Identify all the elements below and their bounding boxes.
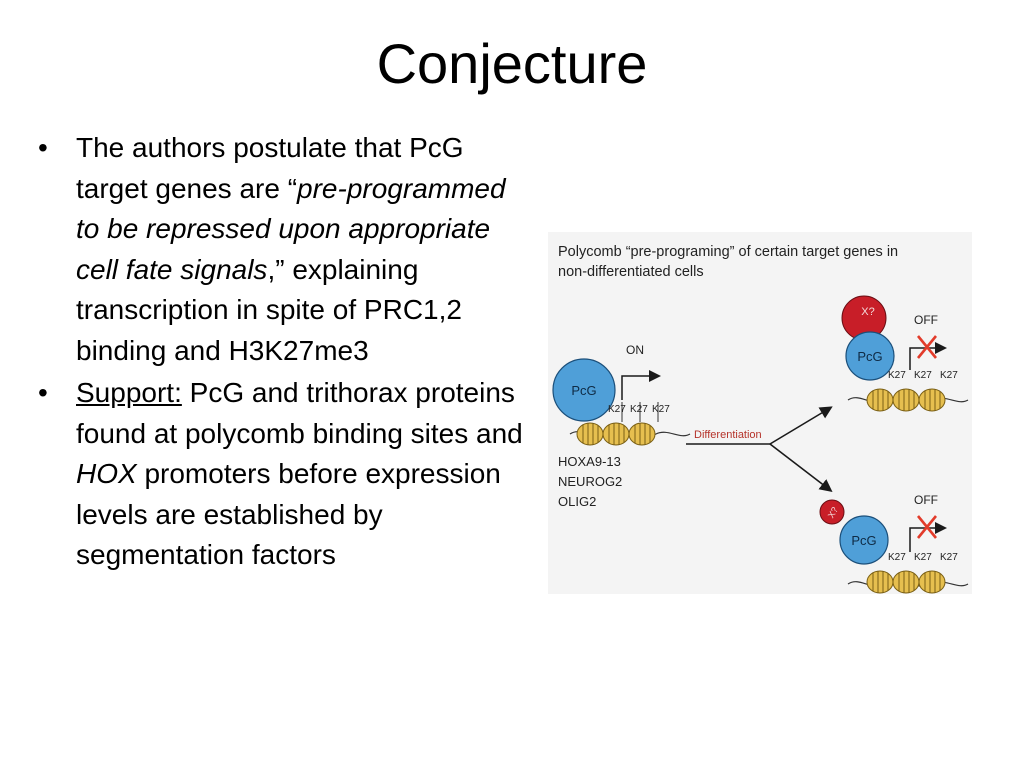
differentiation-label: Differentiation [694, 429, 762, 441]
transcription-arrow-icon [621, 370, 661, 400]
k27-label: K27 [630, 404, 648, 415]
nucleosome-icon [892, 388, 920, 412]
slide-title: Conjecture [376, 32, 648, 95]
repressed-state-bottom: X? PcG K27 K27 K27 OFF [819, 493, 969, 594]
k27-label: K27 [940, 552, 958, 563]
nucleosome-icon [892, 570, 920, 594]
active-chromatin-group: PcG K27 K27 K27 ON [552, 343, 691, 446]
repressed-state-top: X? PcG K27 K27 K27 OFF [841, 295, 969, 412]
figure-caption-line-2: non-differentiated cells [558, 264, 704, 280]
bullet-dot-icon: • [38, 132, 48, 163]
bullet-dot-icon: • [38, 377, 48, 408]
nucleosome-icon [628, 422, 656, 446]
k27-label: K27 [888, 370, 906, 381]
nucleosome-icon [918, 570, 946, 594]
bullet-list: • The authors postulate that PcG target … [38, 128, 528, 578]
off-label: OFF [914, 493, 938, 507]
arrow-down-icon [769, 443, 833, 492]
bullet-text: PcG and trithorax proteins found at poly… [76, 377, 523, 449]
bullet-italic-text: HOX [76, 458, 137, 489]
x-label: X? [826, 505, 840, 520]
k27-label: K27 [652, 404, 670, 415]
gene-label: NEUROG2 [558, 474, 622, 489]
k27-label: K27 [940, 370, 958, 381]
bullet-item-support: • Support: PcG and trithorax proteins fo… [38, 373, 528, 576]
pcg-protein-icon [552, 358, 616, 422]
off-label: OFF [914, 313, 938, 327]
support-label: Support: [76, 377, 182, 408]
repression-cross-icon [916, 335, 938, 359]
k27-label: K27 [608, 404, 626, 415]
pcg-label: PcG [571, 383, 596, 398]
blocked-transcription-arrow-icon [909, 342, 947, 370]
pcg-label: PcG [851, 533, 876, 548]
x-protein-icon [819, 499, 845, 525]
pcg-protein-icon [845, 331, 895, 381]
nucleosome-icon [866, 570, 894, 594]
bullet-text: promoters before expression levels are e… [76, 458, 501, 570]
gene-label: OLIG2 [558, 494, 596, 509]
bullet-italic-text: pre-programmed to be repressed upon appr… [76, 172, 506, 285]
pcg-protein-icon [839, 515, 889, 565]
repression-cross-icon [916, 515, 938, 539]
bullet-text: ,” explaining transcription in spite of … [76, 253, 462, 366]
k27-label: K27 [888, 552, 906, 563]
nucleosome-icon [866, 388, 894, 412]
on-label: ON [626, 343, 644, 357]
blocked-transcription-arrow-icon [909, 522, 947, 552]
pcg-label: PcG [857, 349, 882, 364]
k27-label: K27 [914, 552, 932, 563]
nucleosome-icon [918, 388, 946, 412]
polycomb-diagram: Polycomb “pre-programing” of certain tar… [552, 244, 969, 594]
x-label: X? [861, 306, 874, 318]
k27-label: K27 [914, 370, 932, 381]
arrow-up-icon [769, 406, 833, 445]
bullet-text: The authors postulate that PcG target ge… [76, 132, 464, 204]
bullet-item-postulate: • The authors postulate that PcG target … [38, 128, 528, 371]
nucleosome-icon [602, 422, 630, 446]
gene-label: HOXA9-13 [558, 454, 621, 469]
figure-caption-line-1: Polycomb “pre-programing” of certain tar… [558, 244, 898, 260]
nucleosome-icon [576, 422, 604, 446]
polycomb-figure: Polycomb “pre-programing” of certain tar… [548, 232, 972, 594]
